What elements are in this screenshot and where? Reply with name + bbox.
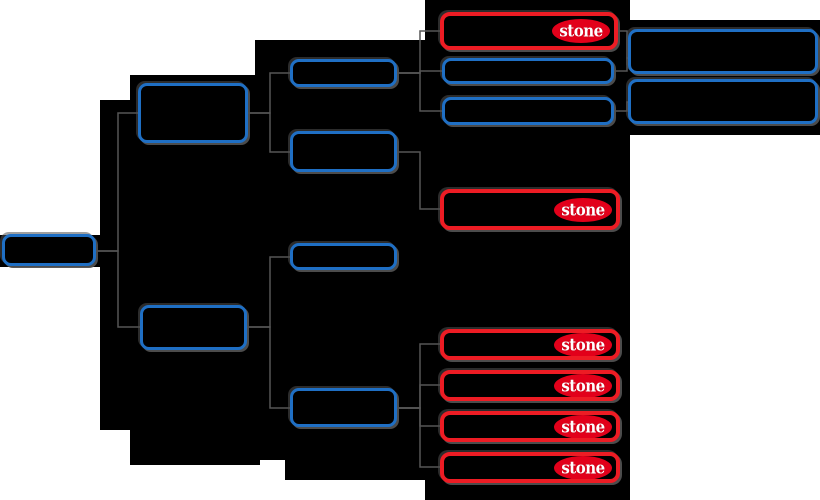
node-level4-7[interactable]: stone — [440, 411, 620, 442]
node-level3-3[interactable] — [290, 243, 397, 270]
stone-badge-icon: stone — [552, 19, 610, 43]
stone-badge-icon: stone — [554, 415, 612, 438]
stone-badge-label: stone — [561, 457, 605, 478]
node-level2-1[interactable] — [138, 83, 248, 143]
node-level4-1[interactable]: stone — [440, 12, 618, 50]
node-level4-6[interactable]: stone — [440, 370, 620, 401]
stone-badge-label: stone — [561, 199, 605, 220]
node-level3-2[interactable] — [290, 131, 397, 172]
node-level5-1[interactable] — [628, 29, 818, 74]
stone-badge-icon: stone — [554, 333, 612, 356]
node-level4-4[interactable]: stone — [440, 189, 620, 230]
node-level4-8[interactable]: stone — [440, 452, 620, 483]
node-level5-2[interactable] — [628, 79, 818, 124]
stone-badge-icon: stone — [554, 374, 612, 397]
node-level4-5[interactable]: stone — [440, 329, 620, 360]
stone-badge-label: stone — [561, 416, 605, 437]
node-level3-1[interactable] — [290, 59, 397, 87]
stone-badge-label: stone — [561, 375, 605, 396]
stone-badge-label: stone — [559, 20, 603, 42]
node-root[interactable] — [2, 234, 96, 266]
node-level4-3[interactable] — [442, 97, 614, 125]
node-level2-2[interactable] — [140, 305, 247, 350]
node-level3-4[interactable] — [290, 388, 397, 427]
stone-badge-label: stone — [561, 334, 605, 355]
stone-badge-icon: stone — [554, 456, 612, 479]
stone-badge-icon: stone — [554, 197, 612, 222]
node-level4-2[interactable] — [442, 58, 614, 84]
